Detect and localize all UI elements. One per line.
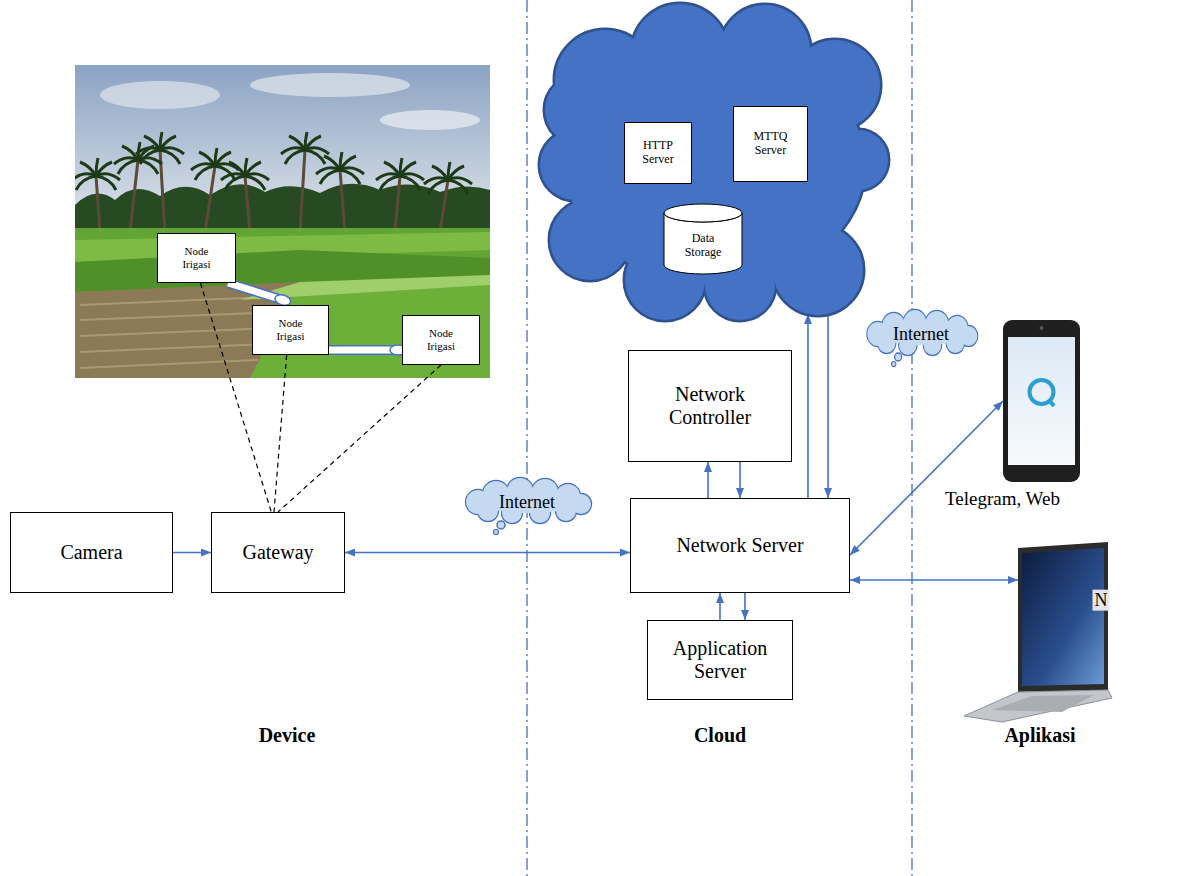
phone-logo: [1049, 400, 1054, 406]
node-label: MTTQ Server: [744, 130, 797, 158]
arrow-line: [744, 593, 746, 620]
divider-line: [526, 0, 527, 876]
node-label: HTTP Server: [633, 139, 683, 167]
section-label-anchor: Aplikasi: [1004, 724, 1075, 747]
laptop-screen: [1022, 548, 1104, 686]
dashed-line: [278, 365, 441, 512]
phone-screen: [1008, 337, 1075, 465]
data-arrow: [707, 462, 708, 498]
data-arrow: [850, 579, 1018, 580]
data-arrow: [740, 462, 741, 498]
cloud-fill: [540, 4, 888, 320]
smartphone-device: Telegram, Web: [1003, 320, 1080, 482]
phone-body: [1003, 320, 1080, 482]
laptop-base: [964, 690, 1112, 722]
data-arrow: [345, 552, 630, 553]
field: [75, 228, 490, 378]
divider-line: [911, 0, 912, 876]
cylinder-top: [664, 204, 742, 222]
laptop-lid: [1018, 542, 1108, 692]
palm-fronds: [75, 132, 472, 194]
arrow-line: [739, 462, 741, 498]
arrow-line: [850, 401, 1003, 555]
network-label: Internet: [893, 324, 949, 345]
pipe-outline: [329, 345, 398, 355]
laptop-device-outline: [962, 540, 1112, 722]
data-arrow: [173, 552, 211, 553]
sky: [75, 65, 490, 235]
irrigation-pipe: [228, 283, 292, 307]
arrow-line: [850, 579, 1018, 581]
node-label: Node Irigasi: [170, 245, 223, 270]
arrow-line: [719, 593, 721, 620]
section-label-anchor: Cloud: [694, 724, 746, 747]
node-label: Gateway: [242, 541, 313, 564]
node-label: Data Storage: [677, 232, 729, 260]
arrow-line: [345, 552, 630, 554]
node-label: Network Controller: [639, 383, 781, 429]
sky-cloud: [380, 110, 480, 130]
internet-cloud: [466, 478, 591, 535]
server-box: MTTQ Server: [733, 106, 808, 182]
server-box: HTTP Server: [624, 122, 692, 184]
node-label: Application Server: [658, 637, 782, 683]
node-label: Node Irigasi: [265, 317, 316, 342]
irrigation-node-box: Node Irigasi: [157, 233, 236, 283]
dashed-line: [274, 355, 287, 512]
network-label-anchor: Internet: [893, 324, 949, 345]
rice-field-photo: [75, 65, 490, 378]
arrow-line: [173, 552, 211, 554]
process-box: Application Server: [647, 620, 793, 700]
process-box: Network Controller: [628, 350, 792, 462]
section-label: Aplikasi: [1004, 724, 1075, 747]
sky-cloud: [100, 81, 220, 109]
cloud-outline: [540, 4, 888, 320]
arrow-line: [707, 462, 709, 498]
irrigation-node-box: Node Irigasi: [252, 305, 329, 355]
irrigation-node-box: Node Irigasi: [402, 315, 480, 365]
process-box: Gateway: [211, 512, 345, 593]
data-arrow: [720, 593, 721, 620]
network-label: Internet: [499, 492, 555, 513]
wireless-link: [278, 365, 441, 512]
internet-cloud: [867, 310, 977, 367]
data-arrow: [850, 401, 1003, 555]
laptop-device: [962, 540, 1112, 722]
wireless-link: [274, 355, 287, 512]
database-cylinder: Data Storage: [663, 203, 743, 275]
pipe-body: [329, 347, 398, 354]
section-label-anchor: Device: [259, 724, 316, 747]
process-box: Network Server: [630, 498, 850, 593]
laptop-keyboard: [992, 695, 1094, 712]
irrigation-pipe: [329, 345, 406, 355]
stray-letter: N: [1093, 590, 1110, 611]
device-caption: Telegram, Web: [945, 488, 1060, 510]
smartphone-device-outline: [1003, 320, 1080, 482]
phone-camera: [1040, 326, 1044, 330]
process-box: Camera: [10, 512, 173, 593]
section-label: Cloud: [694, 724, 746, 747]
data-arrow: [744, 593, 745, 620]
cloud-shape: HTTP Server MTTQ ServerData Storage: [540, 2, 890, 322]
node-label: Network Server: [676, 534, 803, 557]
sky-cloud: [250, 73, 410, 97]
data-arrow: [807, 314, 808, 498]
stray-letter-anchor: N: [1093, 590, 1110, 611]
node-label: Node Irigasi: [415, 327, 467, 352]
data-arrow: [828, 314, 829, 498]
arrow-line: [807, 314, 809, 498]
network-label-anchor: Internet: [499, 492, 555, 513]
node-label: Camera: [60, 541, 122, 564]
arrow-line: [827, 314, 829, 498]
section-label: Device: [259, 724, 316, 747]
